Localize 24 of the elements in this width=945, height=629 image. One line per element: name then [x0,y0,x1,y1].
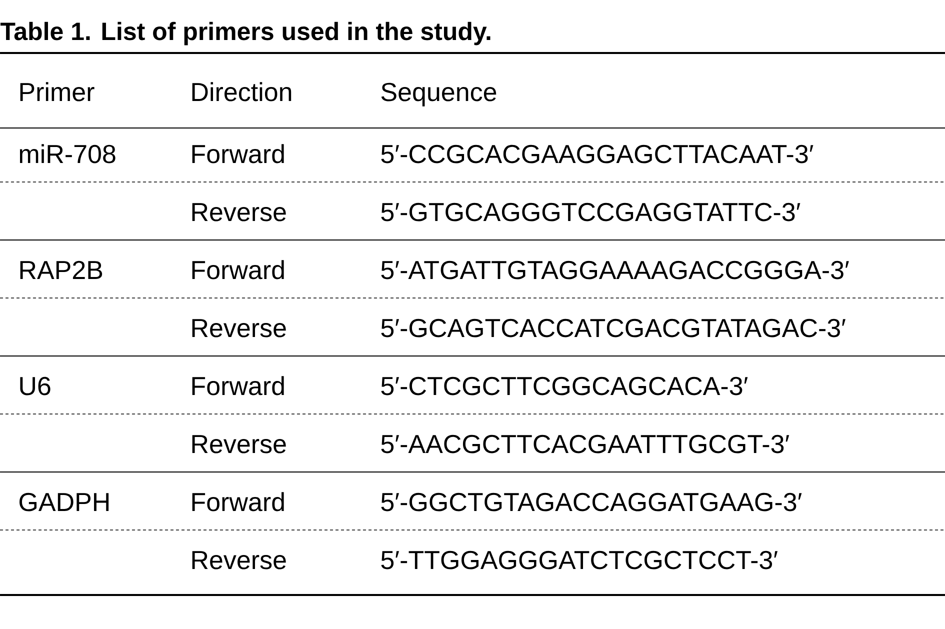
primer-name: GADPH [20,492,109,512]
sequence: 5′-GCAGTCACCATCGACGTATAGAC-3′ [381,318,846,338]
direction: Reverse [192,319,286,338]
primer-name: RAP2B [20,260,102,279]
sequence: 5′-CTCGCTTCGGCAGCACA-3′ [381,376,748,396]
direction: Forward [192,144,284,164]
direction: Reverse [192,551,286,570]
sequence: 5′-GGCTGTAGACCAGGATGAAG-3′ [381,492,802,512]
sequence: 5′-ATGATTGTAGGAAAAGACCGGGA-3′ [381,260,849,280]
table-title: Table 1. List of primers used in the study. [0,22,490,46]
direction: Reverse [192,203,286,222]
direction: Forward [192,376,284,396]
direction: Reverse [192,435,286,454]
sequence: 5′-GTGCAGGGTCCGAGGTATTC-3′ [381,202,800,222]
primer-name: miR-708 [20,144,116,164]
direction: Forward [192,260,284,280]
column-header: Direction [192,82,292,102]
column-header: Primer [20,82,94,102]
sequence: 5′-AACGCTTCACGAATTTGCGT-3′ [381,434,790,454]
primer-name: U6 [20,376,50,396]
sequence: 5′-TTGGAGGGATCTCGCTCCT-3′ [381,550,778,570]
sequence: 5′-CCGCACGAAGGAGCTTACAAT-3′ [381,144,814,164]
column-header: Sequence [381,82,496,106]
direction: Forward [192,492,284,512]
